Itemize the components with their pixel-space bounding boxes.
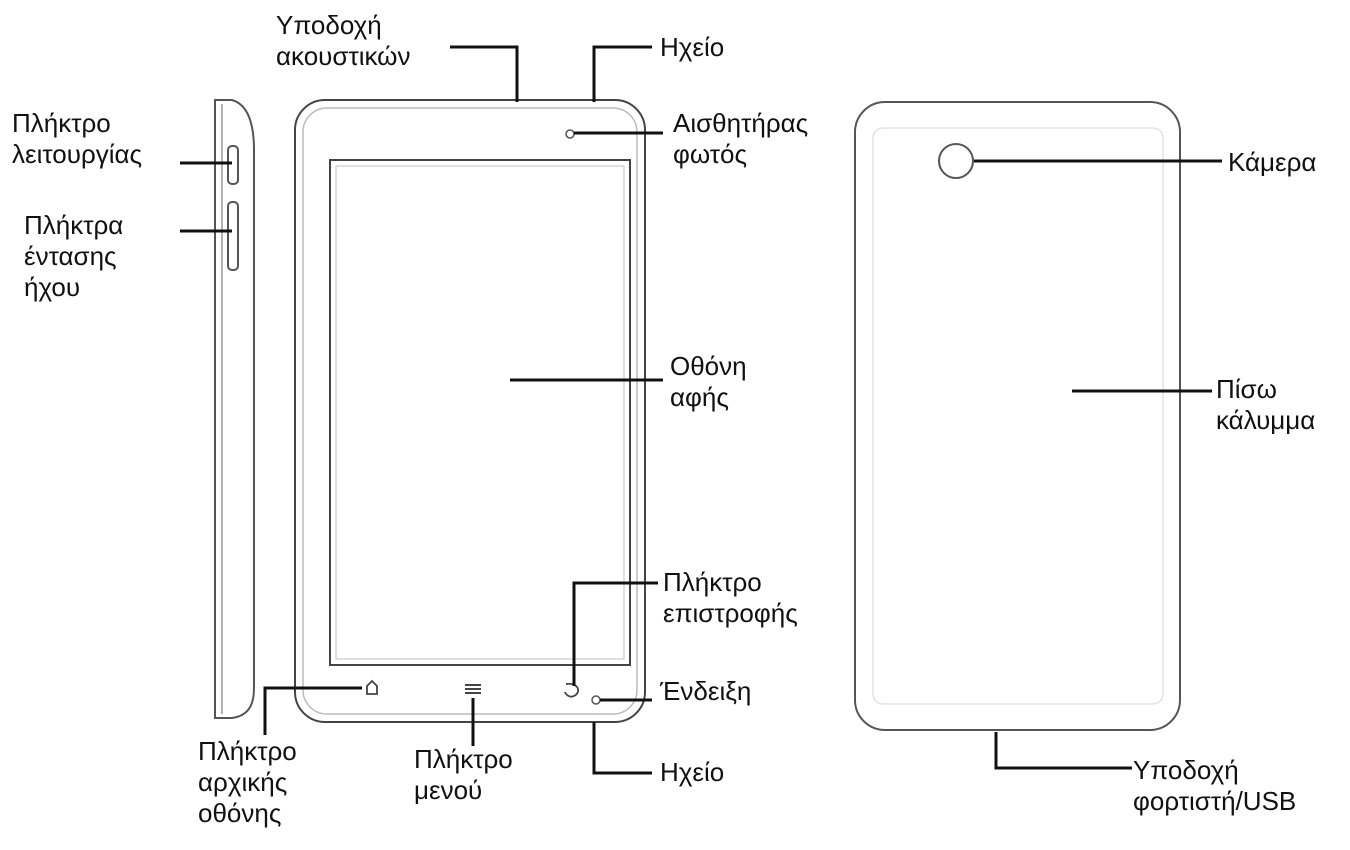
volume-keys[interactable] (227, 201, 239, 271)
camera-lens (938, 143, 974, 179)
label-speaker-top: Ηχείο (660, 32, 725, 62)
light-sensor (565, 129, 575, 139)
power-key[interactable] (227, 145, 239, 185)
label-indicator: Ένδειξη (660, 676, 752, 706)
tablet-front-view (294, 99, 646, 723)
label-speaker-bottom: Ηχείο (660, 757, 725, 787)
label-camera: Κάμερα (1228, 147, 1317, 177)
tablet-back-view (854, 101, 1181, 731)
back-cover (854, 101, 1181, 731)
touch-screen[interactable] (329, 159, 631, 666)
home-icon[interactable] (366, 679, 378, 695)
indicator-led (591, 695, 601, 705)
tablet-side-view (214, 99, 255, 719)
menu-icon[interactable] (465, 684, 481, 694)
back-arrow-icon[interactable] (564, 682, 580, 698)
leader-lines (180, 45, 1222, 775)
